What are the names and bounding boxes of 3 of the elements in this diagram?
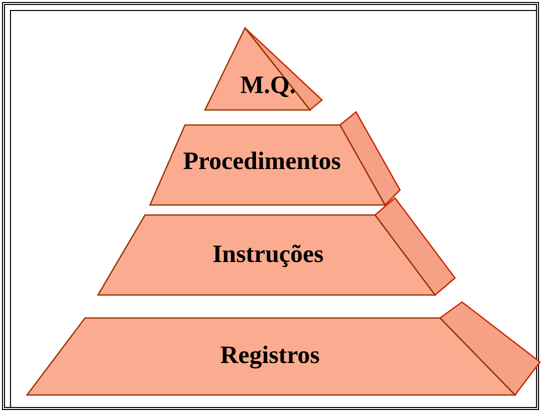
layer-label: Instruções <box>212 241 324 269</box>
layer-label: Registros <box>220 342 320 370</box>
layer-label: Procedimentos <box>183 148 341 176</box>
